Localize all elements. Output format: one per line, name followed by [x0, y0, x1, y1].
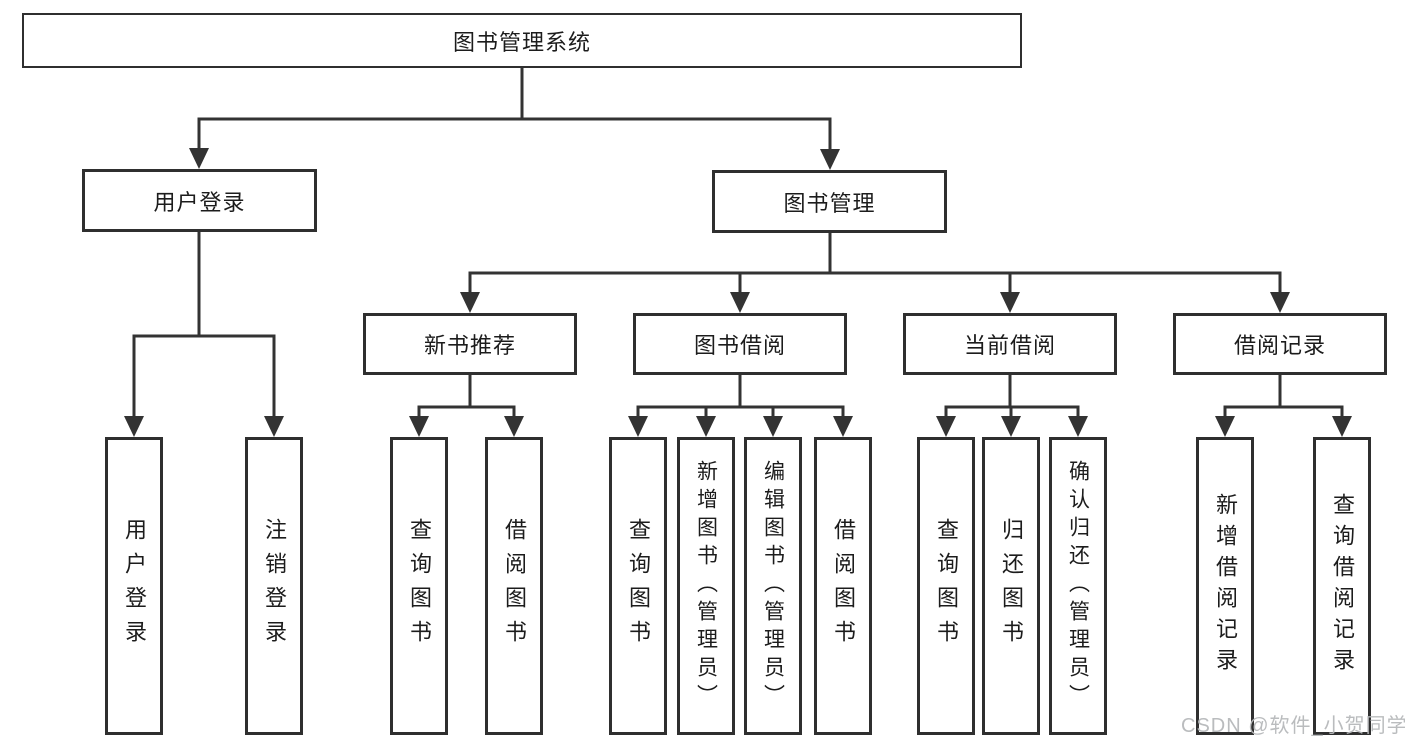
csdn-watermark: CSDN @软件_小贺同学: [1181, 715, 1405, 737]
node-label: 用户登录: [153, 189, 246, 215]
node-query-borrow-record: 查询借阅记录: [1313, 437, 1371, 735]
node-label: 当前借阅: [963, 333, 1056, 358]
node-book-borrowing: 图书借阅: [633, 313, 847, 375]
node-label: 编辑图书（管理员）: [761, 460, 785, 712]
node-book-management: 图书管理: [712, 170, 947, 233]
node-label: 用户登录: [122, 518, 147, 654]
node-current-borrowing: 当前借阅: [903, 313, 1117, 375]
node-return-books: 归还图书: [982, 437, 1040, 735]
node-label: 新增借阅记录: [1213, 493, 1238, 679]
node-label: 查询图书: [626, 518, 651, 654]
node-query-books-current: 查询图书: [917, 437, 975, 735]
node-borrow-books-recommend: 借阅图书: [485, 437, 543, 735]
node-add-books-admin: 新增图书（管理员）: [677, 437, 735, 735]
node-label: 图书管理系统: [452, 29, 591, 55]
node-label: 查询借阅记录: [1330, 493, 1355, 679]
node-label: 图书借阅: [693, 333, 786, 358]
node-library-system: 图书管理系统: [22, 13, 1022, 68]
node-label: 借阅图书: [502, 518, 527, 654]
node-label: 归还图书: [999, 518, 1024, 654]
connector-segments: [132, 66, 1344, 420]
node-label: 图书管理: [783, 190, 876, 216]
node-user-login: 用户登录: [82, 169, 317, 232]
node-label: 确认归还（管理员）: [1066, 460, 1090, 712]
node-label: 新增图书（管理员）: [694, 460, 718, 712]
node-query-books-borrowing: 查询图书: [609, 437, 667, 735]
node-add-borrow-record: 新增借阅记录: [1196, 437, 1254, 735]
connector-arrowheads: [124, 148, 1352, 437]
node-query-books-recommend: 查询图书: [390, 437, 448, 735]
node-confirm-return-admin: 确认归还（管理员）: [1049, 437, 1107, 735]
node-label: 注销登录: [262, 518, 287, 654]
node-user-login-action: 用户登录: [105, 437, 163, 735]
node-borrow-records: 借阅记录: [1173, 313, 1387, 375]
node-borrow-books-action: 借阅图书: [814, 437, 872, 735]
node-label: 借阅记录: [1233, 333, 1326, 358]
node-label: 查询图书: [934, 518, 959, 654]
node-new-book-recommendation: 新书推荐: [363, 313, 577, 375]
node-edit-books-admin: 编辑图书（管理员）: [744, 437, 802, 735]
node-logout-action: 注销登录: [245, 437, 303, 735]
node-label: 查询图书: [407, 518, 432, 654]
node-label: 新书推荐: [423, 333, 516, 358]
node-label: 借阅图书: [831, 518, 856, 654]
